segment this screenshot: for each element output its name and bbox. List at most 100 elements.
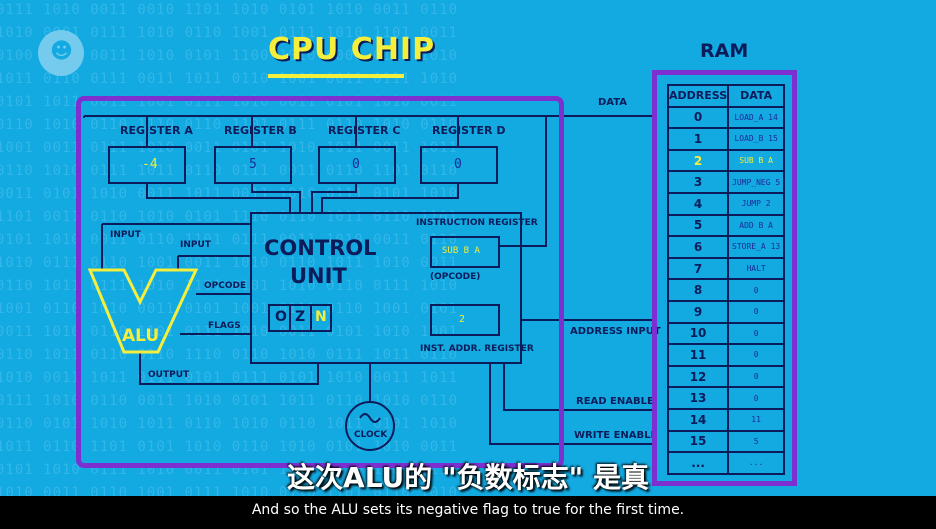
wire-label-read-enable: READ ENABLE (576, 396, 654, 407)
ram-data-cell: JUMP_NEG 5 (727, 170, 786, 194)
ram-address-cell: 8 (666, 278, 730, 302)
flag-divider-2 (310, 306, 312, 330)
binary-row: 1001 0110 1010 0011 0101 1001 0111 0110 … (0, 301, 459, 317)
ram-data-cell: 5 (727, 429, 786, 454)
subtitle-bar (0, 496, 936, 529)
register-b-box (214, 146, 292, 184)
pbs-logo-icon: ☻ (38, 30, 84, 76)
register-a-label: REGISTER A (120, 124, 193, 137)
ram-header-row: ADDRESS DATA (666, 84, 786, 108)
wire-read-enable (503, 364, 654, 411)
clock-circle (345, 401, 395, 451)
title-underline (268, 74, 404, 78)
binary-row: 1001 0011 0111 1010 0011 0101 1010 1011 … (0, 140, 459, 156)
binary-row: 0110 0101 1010 1011 0110 1010 0110 1011 … (0, 416, 459, 432)
wire-reg-d-out (321, 182, 459, 212)
binary-row: 1010 0011 1011 0111 0101 0111 0101 1010 … (0, 370, 459, 386)
binary-row: 0101 1010 0011 0110 1101 0111 0011 1010 … (0, 232, 459, 248)
flags-box (268, 304, 332, 332)
control-unit-box (250, 212, 522, 364)
register-c-box (318, 146, 396, 184)
register-d-box (420, 146, 498, 184)
ram-data-cell: 0 (727, 299, 786, 324)
ram-address-cell: 10 (666, 321, 730, 346)
ram-address-cell: 7 (666, 256, 730, 281)
register-d-value: 0 (454, 157, 462, 172)
ram-address-cell: 2 (666, 148, 730, 173)
control-unit-label-line1: CONTROL (264, 236, 377, 260)
register-a-value: -4 (142, 157, 158, 172)
wire-output (139, 352, 319, 385)
binary-row: 0110 1010 0111 1011 0110 0111 0011 0110 … (0, 163, 459, 179)
register-c-value: 0 (352, 157, 360, 172)
ram-row: ...... (666, 451, 786, 475)
ram-title: RAM (700, 40, 749, 62)
ram-data-cell: HALT (727, 256, 786, 281)
binary-row: 0100 1101 0011 1010 0101 1100 1010 0001 … (0, 48, 459, 64)
ram-address-cell: 6 (666, 235, 730, 259)
ram-border (652, 70, 797, 486)
wire-reg-a-out (146, 182, 291, 212)
wire-label-flags: FLAGS (208, 321, 241, 331)
ram-address-cell: ... (666, 451, 730, 475)
inst-addr-register-label: INST. ADDR. REGISTER (420, 344, 534, 354)
wire-write-enable (489, 364, 654, 445)
ram-data-header: DATA (727, 84, 786, 108)
register-a-box (108, 146, 186, 184)
cpu-chip-border (76, 96, 564, 468)
ram-address-cell: 0 (666, 105, 730, 130)
wire-reg-b-out (251, 182, 301, 212)
ram-data-cell: STORE_A 13 (727, 235, 786, 259)
wire-data-to-ir (500, 116, 547, 247)
ram-data-cell: 0 (727, 278, 786, 302)
ram-address-cell: 5 (666, 213, 730, 238)
inst-addr-register-box (430, 304, 500, 336)
wire-reg-c-out (311, 182, 357, 212)
wire-label-address-input: ADDRESS INPUT (570, 326, 661, 337)
wire-label-opcode: OPCODE (204, 281, 247, 291)
inst-addr-register-value: 2 (459, 314, 466, 325)
wire-label-input-2: INPUT (180, 240, 211, 250)
ram-data-cell: 0 (727, 321, 786, 346)
ram-address-cell: 3 (666, 170, 730, 194)
flag-overflow: O (275, 309, 287, 325)
opcode-label: (OPCODE) (430, 272, 481, 282)
clock-wave-icon (359, 413, 381, 423)
binary-row: 1010 0111 0110 1001 0011 1010 0110 1011 … (0, 255, 459, 271)
binary-row: 0110 1011 0110 0110 1110 0110 1010 0111 … (0, 347, 459, 363)
clock-label: CLOCK (354, 430, 388, 440)
ram-address-cell: 14 (666, 407, 730, 432)
ram-data-cell: 11 (727, 407, 786, 432)
register-d-label: REGISTER D (432, 124, 506, 137)
instruction-register-label: INSTRUCTION REGISTER (416, 218, 538, 228)
ram-data-cell: JUMP 2 (727, 191, 786, 216)
cpu-chip-title: CPU CHIP (268, 32, 436, 67)
binary-row: 1011 0110 1101 0101 1010 0110 1010 0101 … (0, 439, 459, 455)
binary-row: 0110 1011 0111 1010 1101 0101 1010 0110 … (0, 278, 459, 294)
ram-data-cell: LOAD_B 15 (727, 127, 786, 151)
register-c-label: REGISTER C (328, 124, 401, 137)
ram-address-cell: 15 (666, 429, 730, 454)
ram-data-cell: 0 (727, 364, 786, 389)
binary-row: 1010 0001 0111 1010 0110 1001 0111 1010 … (0, 25, 459, 41)
ram-data-cell: 0 (727, 386, 786, 410)
binary-row: 0110 1010 0110 1110 0110 1101 0111 0110 … (0, 117, 459, 133)
ram-address-cell: 9 (666, 299, 730, 324)
ram-address-header: ADDRESS (666, 84, 730, 108)
alu-label: ALU (122, 326, 160, 346)
